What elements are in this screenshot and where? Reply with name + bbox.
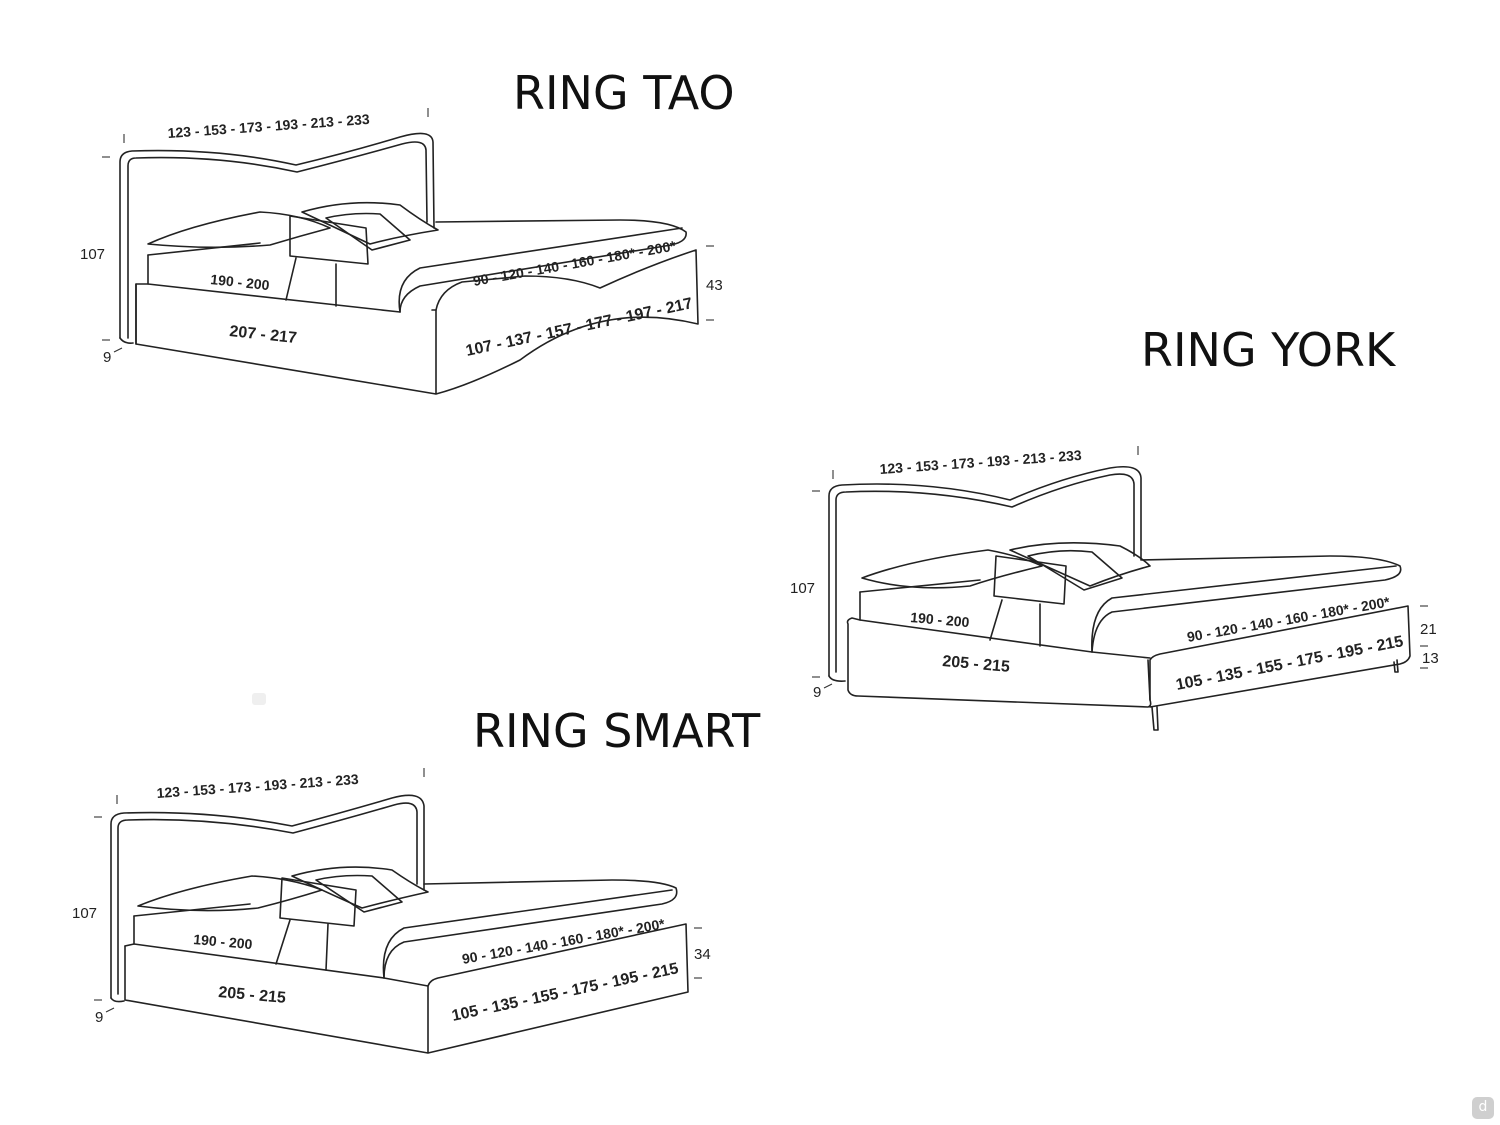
york-frame-length-label: 205 - 215 xyxy=(942,653,1011,676)
tao-height-label: 107 xyxy=(80,246,105,263)
bed-drawing-ring-york: 123 - 153 - 173 - 193 - 213 - 233 107 9 … xyxy=(790,446,1439,731)
york-mattress-length-label: 190 - 200 xyxy=(910,609,971,630)
title-ring-tao: RING TAO xyxy=(513,66,735,120)
tao-frame-height-label: 43 xyxy=(706,277,723,294)
tao-foot-label: 9 xyxy=(103,349,111,366)
york-width-label: 123 - 153 - 173 - 193 - 213 - 233 xyxy=(879,447,1082,477)
tao-frame-width-label: 107 - 137 - 157 - 177 - 197 - 217 xyxy=(464,295,694,360)
york-leg-height-label: 13 xyxy=(1422,650,1439,667)
title-ring-york: RING YORK xyxy=(1141,323,1396,377)
smart-frame-height-label: 34 xyxy=(694,946,711,963)
smart-height-label: 107 xyxy=(72,905,97,922)
title-ring-smart: RING SMART xyxy=(473,704,761,758)
york-height-label: 107 xyxy=(790,580,815,597)
york-frame-width-label: 105 - 135 - 155 - 175 - 195 - 215 xyxy=(1175,633,1405,694)
york-mattress-width-label: 90 - 120 - 140 - 160 - 180* - 200* xyxy=(1186,593,1392,645)
tao-frame-length-label: 207 - 217 xyxy=(229,323,298,347)
york-foot-label: 9 xyxy=(813,684,821,701)
smart-width-label: 123 - 153 - 173 - 193 - 213 - 233 xyxy=(156,771,359,801)
york-frame-height-label: 21 xyxy=(1420,621,1437,638)
tao-width-label: 123 - 153 - 173 - 193 - 213 - 233 xyxy=(167,111,370,141)
smart-frame-length-label: 205 - 215 xyxy=(218,984,287,1007)
bed-drawing-ring-tao: 123 - 153 - 173 - 193 - 213 - 233 107 9 … xyxy=(80,108,723,395)
smart-frame-width-label: 105 - 135 - 155 - 175 - 195 - 215 xyxy=(450,960,680,1025)
watermark-dot xyxy=(252,693,266,705)
bed-drawing-ring-smart: 123 - 153 - 173 - 193 - 213 - 233 107 9 … xyxy=(72,768,711,1054)
smart-foot-label: 9 xyxy=(95,1009,103,1026)
smart-mattress-width-label: 90 - 120 - 140 - 160 - 180* - 200* xyxy=(461,915,667,967)
tao-mattress-length-label: 190 - 200 xyxy=(210,271,271,293)
smart-mattress-length-label: 190 - 200 xyxy=(193,931,254,952)
d-logo-icon: d xyxy=(1472,1097,1494,1119)
